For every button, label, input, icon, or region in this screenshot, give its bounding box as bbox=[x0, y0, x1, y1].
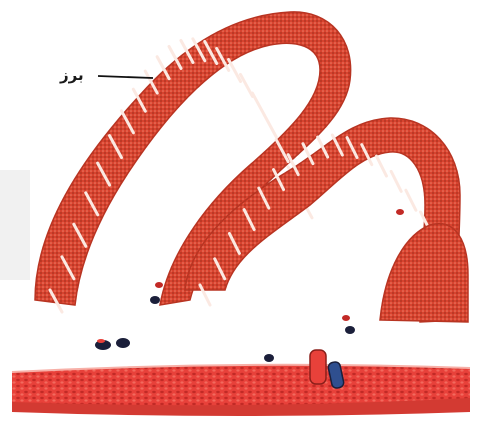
base-tissue-layer bbox=[12, 365, 470, 416]
villus-fold bbox=[252, 93, 264, 115]
villus-fold bbox=[264, 115, 276, 137]
watermark-shape bbox=[0, 170, 30, 280]
villus-label: برز bbox=[60, 66, 84, 84]
label-pointer-line bbox=[98, 76, 153, 78]
villus-fold bbox=[391, 171, 401, 191]
villus-fold bbox=[376, 156, 386, 176]
villus-small-right bbox=[380, 224, 468, 322]
villus-fold bbox=[406, 190, 416, 210]
villus-fold bbox=[229, 59, 241, 81]
villus-fold bbox=[240, 74, 252, 96]
